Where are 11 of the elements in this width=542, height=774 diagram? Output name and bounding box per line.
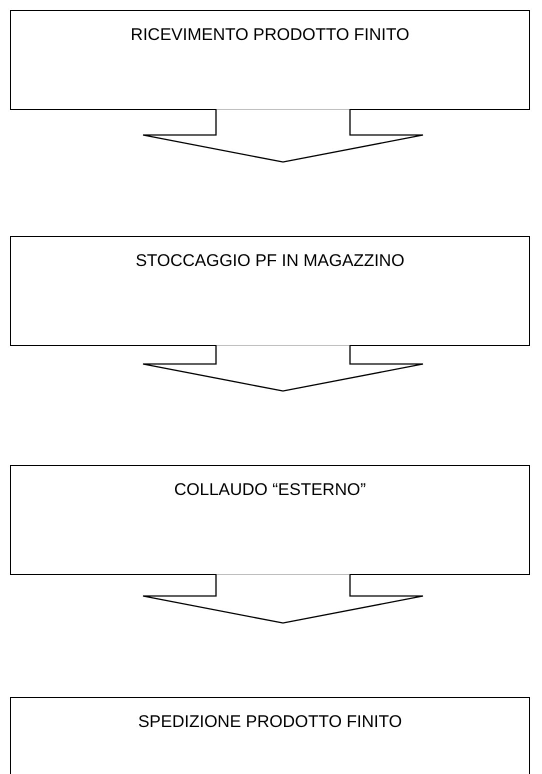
process-box — [10, 10, 530, 110]
process-box — [10, 465, 530, 575]
step-label: STOCCAGGIO PF IN MAGAZZINO — [136, 250, 404, 272]
block-arrow — [142, 108, 424, 163]
block-arrow — [142, 344, 424, 392]
block-arrow — [142, 574, 424, 624]
step-label: COLLAUDO “ESTERNO” — [174, 479, 366, 501]
process-box — [10, 236, 530, 346]
step-label: SPEDIZIONE PRODOTTO FINITO — [138, 711, 402, 733]
step-label: RICEVIMENTO PRODOTTO FINITO — [130, 24, 410, 46]
process-box — [10, 697, 530, 774]
